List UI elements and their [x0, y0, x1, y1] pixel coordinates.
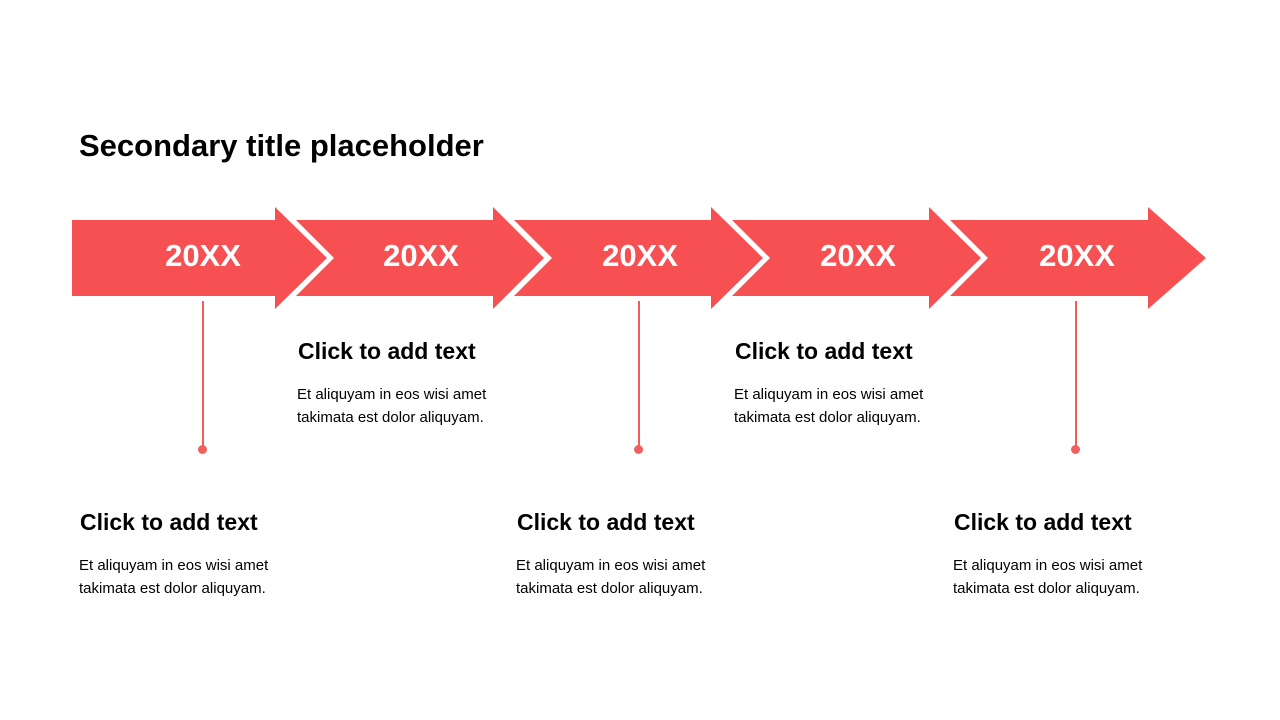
timeline-arrow-5 — [950, 207, 1206, 309]
step-heading-5[interactable]: Click to add text — [954, 509, 1132, 535]
connector-line-3 — [638, 301, 640, 449]
step-body-line: Et aliquyam in eos wisi amet — [953, 557, 1143, 574]
timeline-arrow-1 — [72, 207, 327, 309]
step-body-3[interactable]: Et aliquyam in eos wisi amet takimata es… — [516, 554, 756, 600]
step-body-line: takimata est dolor aliquyam. — [953, 580, 1140, 597]
step-body-line: Et aliquyam in eos wisi amet — [297, 386, 487, 403]
year-label-1: 20XX — [165, 238, 241, 273]
step-heading-2[interactable]: Click to add text — [298, 338, 476, 364]
step-body-line: Et aliquyam in eos wisi amet — [516, 557, 706, 574]
step-body-line: Et aliquyam in eos wisi amet — [734, 386, 924, 403]
step-body-line: takimata est dolor aliquyam. — [79, 580, 266, 597]
timeline-arrow-4 — [732, 207, 981, 309]
year-label-5: 20XX — [1039, 238, 1115, 273]
step-heading-4[interactable]: Click to add text — [735, 338, 913, 364]
slide-title: Secondary title placeholder — [79, 128, 484, 163]
year-label-2: 20XX — [383, 238, 459, 273]
step-body-line: Et aliquyam in eos wisi amet — [79, 557, 269, 574]
year-label-4: 20XX — [820, 238, 896, 273]
step-body-line: takimata est dolor aliquyam. — [297, 409, 484, 426]
step-body-5[interactable]: Et aliquyam in eos wisi amet takimata es… — [953, 554, 1193, 600]
step-heading-1[interactable]: Click to add text — [80, 509, 258, 535]
connector-line-1 — [202, 301, 204, 449]
year-label-3: 20XX — [602, 238, 678, 273]
timeline-arrow-3 — [514, 207, 763, 309]
connector-dot-5 — [1071, 445, 1080, 454]
step-body-1[interactable]: Et aliquyam in eos wisi amet takimata es… — [79, 554, 319, 600]
connector-line-5 — [1075, 301, 1077, 449]
step-body-2[interactable]: Et aliquyam in eos wisi amet takimata es… — [297, 383, 537, 429]
step-body-4[interactable]: Et aliquyam in eos wisi amet takimata es… — [734, 383, 974, 429]
step-heading-3[interactable]: Click to add text — [517, 509, 695, 535]
timeline-arrow-2 — [296, 207, 544, 309]
step-body-line: takimata est dolor aliquyam. — [516, 580, 703, 597]
connector-dot-3 — [634, 445, 643, 454]
step-body-line: takimata est dolor aliquyam. — [734, 409, 921, 426]
connector-dot-1 — [198, 445, 207, 454]
